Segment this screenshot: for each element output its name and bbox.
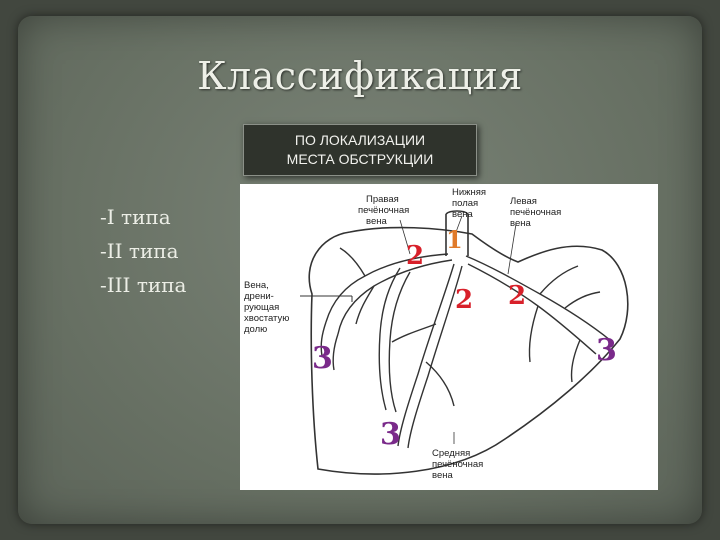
- middle-hepatic-vein: [391, 263, 463, 449]
- subtitle-line-1: ПО ЛОКАЛИЗАЦИИ: [294, 132, 426, 148]
- liver-diagram: Правая печёночная вена Нижняя полая вена…: [240, 184, 658, 490]
- leader-lines: [399, 215, 517, 444]
- caudate-vein: [300, 295, 353, 302]
- label-ivc: Нижняя полая вена: [452, 187, 489, 220]
- ivc-vessel: [445, 210, 469, 256]
- marker-type-3-right: 3: [312, 341, 333, 376]
- left-hepatic-vein: [465, 255, 611, 383]
- marker-type-2-middle: 2: [455, 285, 473, 315]
- marker-type-3-left: 3: [596, 333, 617, 368]
- liver-diagram-svg: Правая печёночная вена Нижняя полая вена…: [244, 187, 629, 481]
- subtitle-line-2: МЕСТА ОБСТРУКЦИИ: [286, 151, 434, 167]
- label-right-vein: Правая печёночная вена: [358, 194, 412, 227]
- label-left-vein: Левая печёночная вена: [510, 196, 564, 229]
- type-item-2: -II типа: [100, 239, 179, 263]
- label-middle-vein: Средняя печёночная вена: [432, 448, 486, 481]
- marker-type-2-left: 2: [508, 281, 526, 311]
- subtitle-box: ПО ЛОКАЛИЗАЦИИ МЕСТА ОБСТРУКЦИИ: [243, 124, 477, 176]
- types-list: -I типа -II типа -III типа: [100, 200, 186, 302]
- type-item-3: -III типа: [100, 273, 187, 297]
- liver-outline: [308, 226, 629, 475]
- marker-type-3-middle: 3: [380, 417, 401, 452]
- marker-type-1: 1: [446, 225, 463, 254]
- label-caudate-vein: Вена, дрени- рующая хвостатую долю: [244, 280, 292, 335]
- marker-type-2-right: 2: [406, 241, 424, 271]
- right-hepatic-vein: [320, 247, 453, 413]
- slide-title: Классификация: [197, 54, 523, 98]
- type-item-1: -I типа: [100, 205, 171, 229]
